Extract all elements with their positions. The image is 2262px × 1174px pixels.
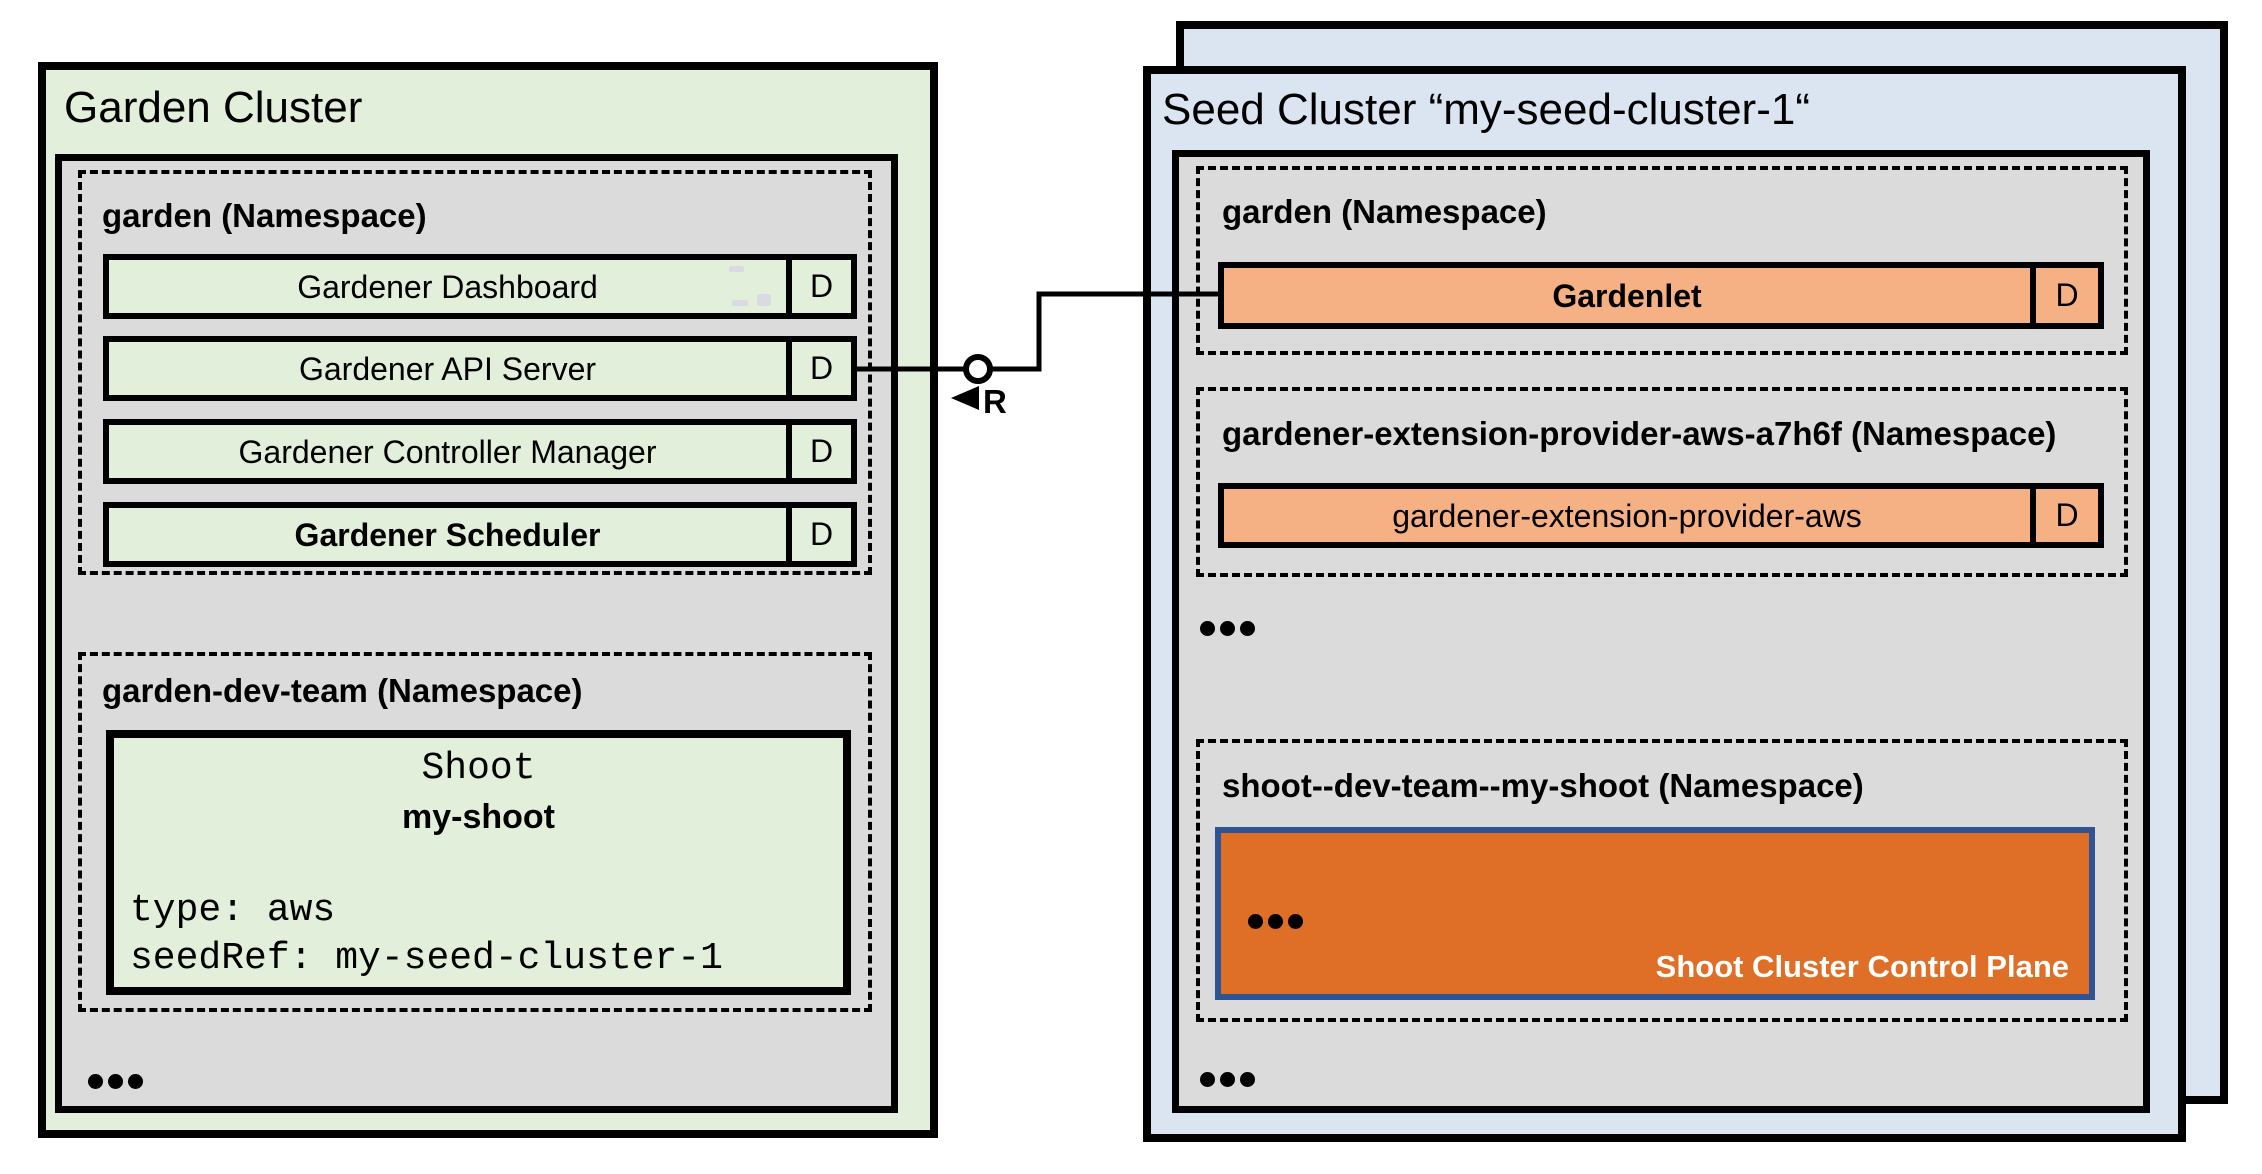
smudge-artifact — [732, 300, 748, 306]
gardener-scheduler-label: Gardener Scheduler — [294, 516, 601, 553]
badge-divider — [786, 342, 792, 395]
deployment-badge: D — [809, 268, 834, 304]
connector-r-label: R — [983, 383, 1007, 420]
garden-dev-team-namespace-label: garden-dev-team (Namespace) — [102, 672, 583, 709]
smudge-artifact — [729, 266, 744, 272]
seed-garden-namespace-box — [1196, 166, 2128, 355]
left-arrowhead-icon — [951, 386, 979, 410]
gardener-api-server-label: Gardener API Server — [298, 350, 597, 387]
badge-divider — [786, 425, 792, 478]
seed-cluster-title: Seed Cluster “my-seed-cluster-1“ — [1162, 85, 1810, 134]
shoot-control-plane-label: Shoot Cluster Control Plane — [1655, 949, 2069, 984]
gardener-controller-manager-component: Gardener Controller Manager D — [103, 419, 857, 484]
seed-garden-namespace-label: garden (Namespace) — [1222, 193, 1547, 230]
badge-divider — [786, 260, 792, 313]
deployment-badge: D — [2055, 497, 2079, 533]
deployment-badge: D — [809, 433, 834, 469]
garden-dev-team-namespace-box — [78, 652, 872, 1012]
shoot-name: my-shoot — [402, 798, 555, 836]
ellipsis — [1248, 914, 1303, 929]
ellipsis — [88, 1074, 143, 1089]
gardener-controller-manager-label: Gardener Controller Manager — [238, 433, 657, 470]
gardener-scheduler-component: Gardener Scheduler D — [103, 502, 857, 567]
shoot-kind: Shoot — [421, 747, 536, 790]
ellipsis — [1200, 1072, 1255, 1087]
badge-divider — [2030, 268, 2036, 323]
badge-divider — [786, 508, 792, 561]
ellipsis — [1200, 621, 1255, 636]
shoot-control-plane-box: Shoot Cluster Control Plane — [1215, 827, 2095, 1000]
garden-cluster-title: Garden Cluster — [64, 83, 363, 132]
deployment-badge: D — [809, 350, 834, 386]
seed-shoot-namespace-label: shoot--dev-team--my-shoot (Namespace) — [1222, 767, 1864, 804]
seed-extension-namespace-label: gardener-extension-provider-aws-a7h6f (N… — [1222, 415, 2057, 452]
shoot-spec-seedref: seedRef: my-seed-cluster-1 — [130, 937, 723, 980]
gardener-dashboard-component: Gardener Dashboard D — [103, 254, 857, 319]
seed-shoot-namespace-box — [1196, 739, 2128, 1022]
deployment-badge: D — [2055, 277, 2079, 313]
extension-provider-component: gardener-extension-provider-aws D — [1218, 483, 2104, 548]
shoot-spec-type: type: aws — [130, 889, 336, 932]
deployment-badge: D — [809, 516, 834, 552]
gardener-dashboard-label: Gardener Dashboard — [297, 268, 598, 305]
gardenlet-label: Gardenlet — [1552, 277, 1702, 314]
extension-provider-label: gardener-extension-provider-aws — [1392, 497, 1862, 534]
gardener-api-server-component: Gardener API Server D — [103, 336, 857, 401]
garden-namespace-box — [78, 170, 872, 575]
seed-extension-namespace-box — [1196, 387, 2128, 577]
shoot-resource-card: Shoot my-shoot type: aws seedRef: my-see… — [106, 730, 851, 995]
gardenlet-component: Gardenlet D — [1218, 262, 2104, 329]
badge-divider — [2030, 489, 2036, 542]
garden-namespace-label: garden (Namespace) — [102, 197, 427, 234]
interface-circle — [963, 354, 993, 384]
smudge-artifact — [757, 294, 771, 306]
